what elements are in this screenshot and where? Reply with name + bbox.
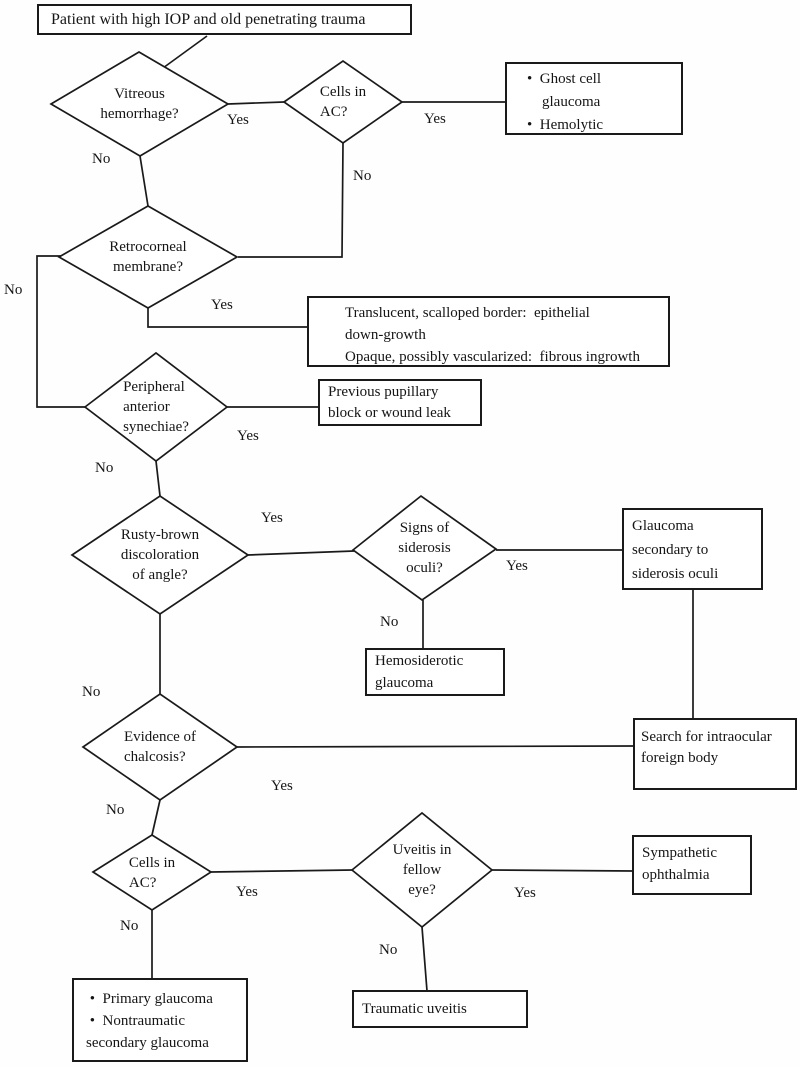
uveitis-fellow-eye-diamond	[350, 811, 494, 929]
label-cellsac2-yes: Yes	[236, 884, 258, 900]
label-uveitis-yes: Yes	[514, 885, 536, 901]
label-chalcosis-yes: Yes	[271, 778, 293, 794]
label-cellsac1-yes: Yes	[424, 111, 446, 127]
label-synechiae-no: No	[95, 460, 114, 476]
outcome-search-foreign-body: Search for intraocular foreign body	[633, 718, 797, 790]
label-rusty-no: No	[82, 684, 101, 700]
label-cellsac2-no: No	[120, 918, 139, 934]
edge-cellsac1-no	[238, 142, 344, 258]
chalcosis-diamond	[81, 692, 239, 802]
outcome-primary-nontraumatic: • Primary glaucoma • Nontraumatic second…	[72, 978, 248, 1062]
edge-chalcosis-yes	[236, 745, 635, 748]
label-rusty-yes: Yes	[261, 510, 283, 526]
outcome-traumatic-uveitis: Traumatic uveitis	[352, 990, 528, 1028]
label-siderosis-yes: Yes	[506, 558, 528, 574]
edge-synechiae-no	[155, 460, 161, 497]
outcome-membrane-findings: Translucent, scalloped border: epithelia…	[307, 296, 670, 367]
edge-cellsac2-yes	[210, 869, 354, 873]
edge-chalcosis-no	[151, 799, 161, 836]
outcome-sympathetic-ophthalmia: Sympathetic ophthalmia	[632, 835, 752, 895]
edge-uveitis-no	[421, 926, 428, 992]
retrocorneal-membrane-diamond	[57, 205, 239, 309]
vitreous-hemorrhage-diamond	[49, 51, 230, 157]
edge-vitreous-no	[139, 155, 149, 207]
label-siderosis-no: No	[380, 614, 399, 630]
label-cellsac1-no: No	[353, 168, 372, 184]
edge-start-to-vitreous	[162, 35, 208, 69]
edge-retrocorneal-no	[36, 255, 86, 408]
peripheral-synechiae-diamond	[83, 351, 229, 463]
label-retrocorneal-yes: Yes	[211, 297, 233, 313]
edge-retrocorneal-yes	[147, 308, 308, 328]
start-node: Patient with high IOP and old penetratin…	[37, 4, 412, 35]
label-chalcosis-no: No	[106, 802, 125, 818]
outcome-pupillary-block: Previous pupillary block or wound leak	[318, 379, 482, 426]
outcome-glaucoma-siderosis: Glaucoma secondary to siderosis oculi	[622, 508, 763, 590]
outcome-ghost-cell-hemolytic: • Ghost cell glaucoma • Hemolytic	[505, 62, 683, 135]
siderosis-oculi-diamond	[351, 494, 498, 602]
edge-vitreous-yes	[227, 101, 285, 105]
edge-rusty-yes	[247, 550, 355, 556]
edge-uveitis-yes	[491, 869, 634, 872]
label-retrocorneal-no: No	[4, 282, 23, 298]
label-vitreous-no: No	[92, 151, 111, 167]
rusty-brown-diamond	[70, 494, 250, 616]
label-uveitis-no: No	[379, 942, 398, 958]
cells-in-ac-bottom-diamond	[91, 833, 213, 912]
label-synechiae-yes: Yes	[237, 428, 259, 444]
label-vitreous-yes: Yes	[227, 112, 249, 128]
outcome-hemosiderotic-glaucoma: Hemosiderotic glaucoma	[365, 648, 505, 696]
cells-in-ac-top-diamond	[282, 59, 404, 145]
